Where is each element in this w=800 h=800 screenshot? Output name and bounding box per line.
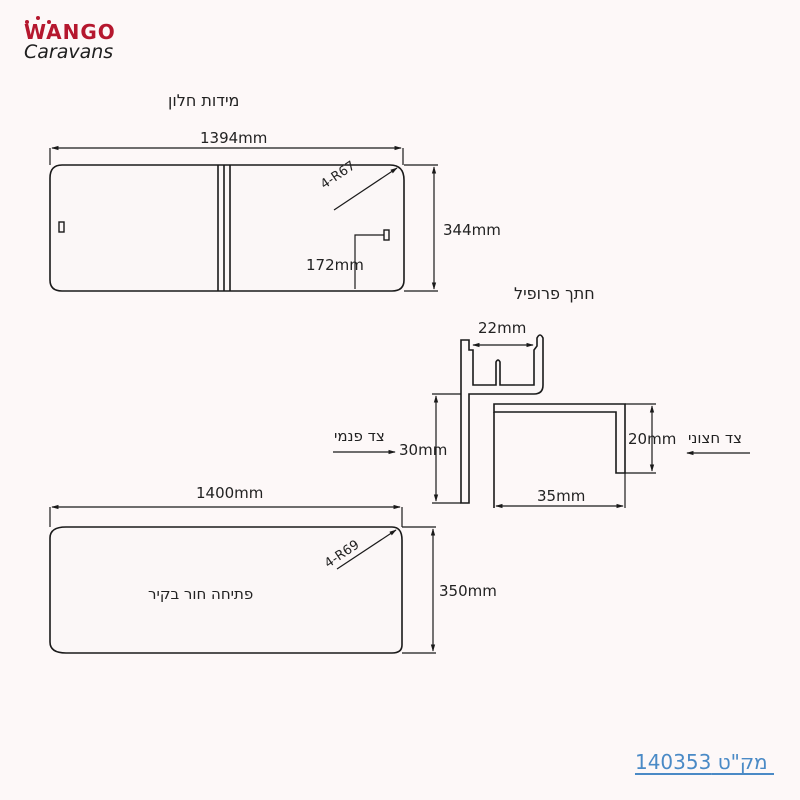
crown-icon [25,16,51,24]
inner-side-label: צד פנמי [334,427,385,445]
latch-height-label: 172mm [306,256,364,274]
inner-height-label: 30mm [399,441,448,459]
window-width-label: 1394mm [200,129,268,147]
wall-opening-caption: פתיחה חור בקיר [148,585,254,603]
logo-caravans-text: Caravans [24,41,114,63]
wall-opening-outline [49,526,403,654]
sku-link[interactable]: מק"ט 140353 [634,750,774,774]
profile-section-title: חתך פרופיל [514,284,595,303]
outer-width-label: 35mm [537,487,586,505]
outer-side-label: צד חצוני [688,429,743,447]
window-height-label: 344mm [443,221,501,239]
outer-height-label: 20mm [628,430,677,448]
window-dimensions-title: מידות חלון [168,91,240,110]
channel-width-label: 22mm [478,319,527,337]
opening-width-label: 1400mm [196,484,264,502]
opening-height-label: 350mm [439,582,497,600]
profile-section-shape [460,334,626,508]
window-outline [49,164,405,292]
logo-wango-text: WANGO [24,20,116,44]
